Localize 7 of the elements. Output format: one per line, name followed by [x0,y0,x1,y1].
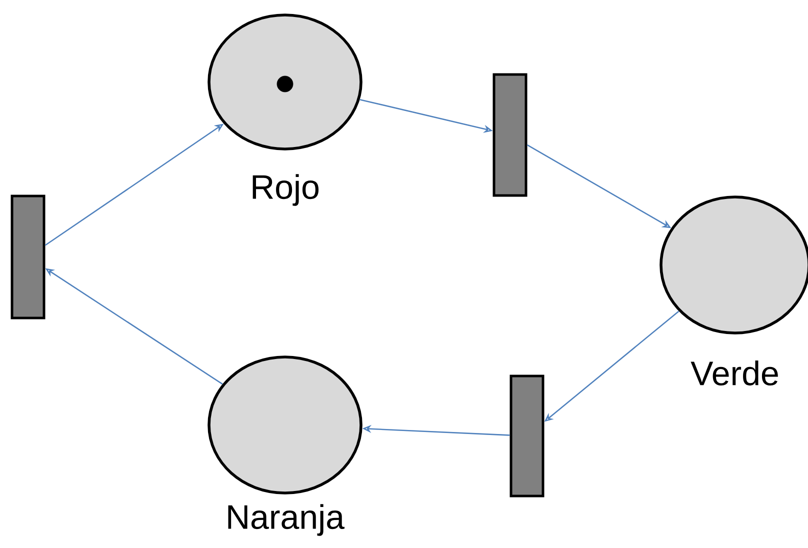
place-label: Verde [690,360,778,386]
place-label: Rojo [252,174,319,206]
place-label: Naranja [228,504,345,536]
transition-bar [10,194,46,320]
transition-bar [492,73,528,197]
transition-bar [510,374,544,498]
token-dot [276,76,294,92]
